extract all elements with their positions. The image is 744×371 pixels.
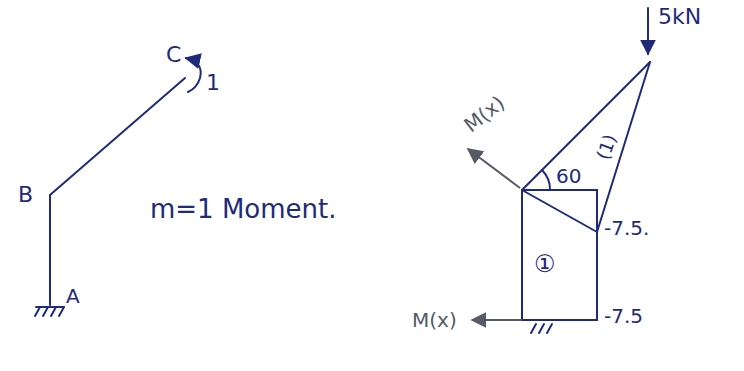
joint-letter: C <box>166 44 181 66</box>
frame-member <box>49 195 51 305</box>
moment-label: M(x) <box>461 92 509 135</box>
moment-arrow <box>186 58 201 92</box>
load-value: 5kN <box>658 6 701 28</box>
moment-arrow <box>468 149 520 188</box>
frame-member <box>50 78 185 195</box>
load-arrow <box>647 8 649 54</box>
angle-arc <box>542 170 550 190</box>
moment-rectangle <box>522 190 597 320</box>
moment-value: -7.5 <box>604 306 643 326</box>
joint-letter: B <box>18 184 33 206</box>
moment-label: M(x) <box>412 310 457 330</box>
moment-arrow <box>472 319 522 321</box>
moment-value: 1 <box>206 72 220 94</box>
moment-value: -7.5. <box>604 218 649 238</box>
fixed-support <box>35 307 64 316</box>
moment-triangle <box>522 190 597 232</box>
note-text: m=1 Moment. <box>150 196 337 222</box>
joint-letter: A <box>66 286 80 306</box>
angle-value: 60 <box>556 166 581 186</box>
fixed-support <box>531 324 552 333</box>
region-number: ① <box>534 252 556 276</box>
region-number: (1) <box>594 132 620 162</box>
